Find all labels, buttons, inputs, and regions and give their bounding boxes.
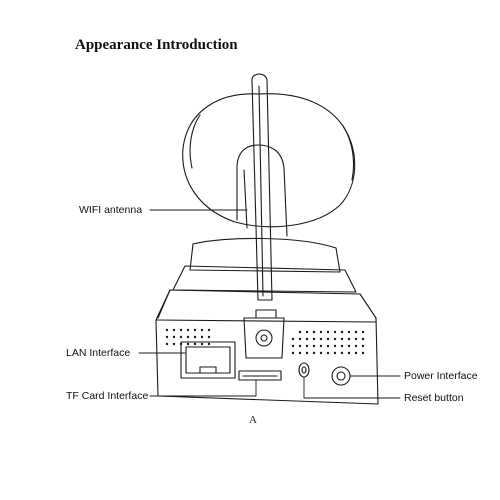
antenna-connector (243, 309, 285, 359)
leader-lines (138, 209, 401, 399)
wifi-antenna (251, 73, 273, 301)
label-lan-interface: LAN Interface (66, 347, 131, 359)
lan-port (180, 341, 236, 379)
label-wifi-antenna: WIFI antenna (79, 204, 143, 216)
camera-head (182, 93, 356, 228)
camera-collar (172, 237, 357, 293)
camera-body (155, 289, 379, 405)
diagram-title: Appearance Introduction (75, 37, 238, 53)
left-vent (165, 328, 211, 346)
right-vent (291, 330, 365, 355)
reset-button-hole (298, 362, 310, 378)
power-jack (331, 366, 351, 386)
figure-label: A (249, 414, 257, 426)
label-reset-button: Reset button (404, 392, 464, 404)
camera-yoke (236, 144, 288, 237)
label-tf-card-interface: TF Card Interface (66, 390, 149, 402)
tf-card-slot (238, 370, 282, 381)
label-power-interface: Power Interface (404, 370, 478, 382)
